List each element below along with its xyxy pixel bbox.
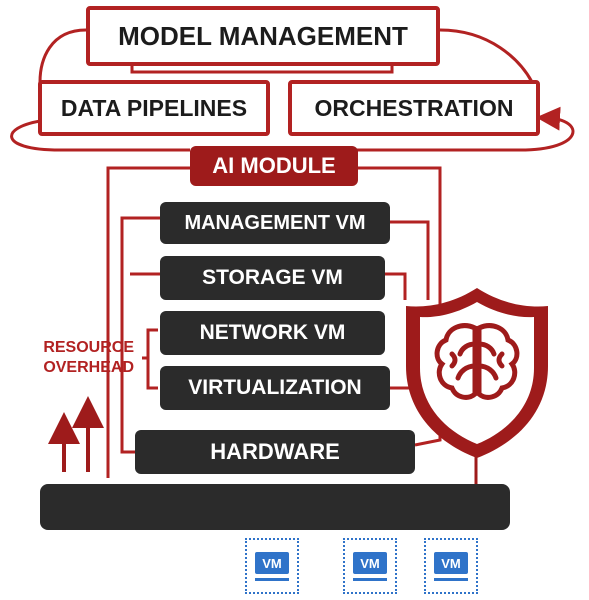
storage-vm-box: STORAGE VM: [160, 256, 385, 300]
resource-overhead-line2: OVERHEAD: [43, 359, 134, 376]
vm-label-2: VM: [353, 552, 387, 574]
hardware-label: HARDWARE: [210, 439, 340, 464]
orchestration-box: ORCHESTRATION: [288, 80, 540, 136]
ai-module-label: AI MODULE: [212, 153, 336, 178]
virtualization-box: VIRTUALIZATION: [160, 366, 390, 410]
ai-module-box: AI MODULE: [190, 146, 358, 186]
model-management-box: MODEL MANAGEMENT: [86, 6, 440, 66]
storage-vm-label: STORAGE VM: [202, 266, 343, 289]
hardware-box: HARDWARE: [135, 430, 415, 474]
vm-box-3: VM: [424, 538, 478, 594]
network-vm-box: NETWORK VM: [160, 311, 385, 355]
management-vm-label: MANAGEMENT VM: [184, 211, 366, 234]
right-loop-arrow: [355, 106, 575, 152]
network-vm-label: NETWORK VM: [199, 321, 346, 344]
data-pipelines-label: DATA PIPELINES: [60, 94, 248, 121]
shield-icon: [406, 288, 548, 458]
orchestration-label: ORCHESTRATION: [314, 94, 514, 121]
vm-label-3: VM: [434, 552, 468, 574]
left-loop-arrow: [10, 106, 190, 152]
brain-icon: [434, 323, 520, 400]
top-left-arc: [38, 28, 87, 83]
vm-box-1: VM: [245, 538, 299, 594]
vm-box-2: VM: [343, 538, 397, 594]
base-platform-bar: [40, 484, 510, 530]
resource-overhead-label: RESOURCE OVERHEAD: [14, 338, 134, 378]
vm-label-1: VM: [255, 552, 289, 574]
management-vm-box: MANAGEMENT VM: [160, 202, 390, 244]
resource-overhead-line1: RESOURCE: [43, 339, 134, 356]
virtualization-label: VIRTUALIZATION: [188, 376, 362, 399]
data-pipelines-box: DATA PIPELINES: [38, 80, 270, 136]
top-right-arc: [439, 28, 534, 83]
model-management-label: MODEL MANAGEMENT: [118, 20, 408, 51]
